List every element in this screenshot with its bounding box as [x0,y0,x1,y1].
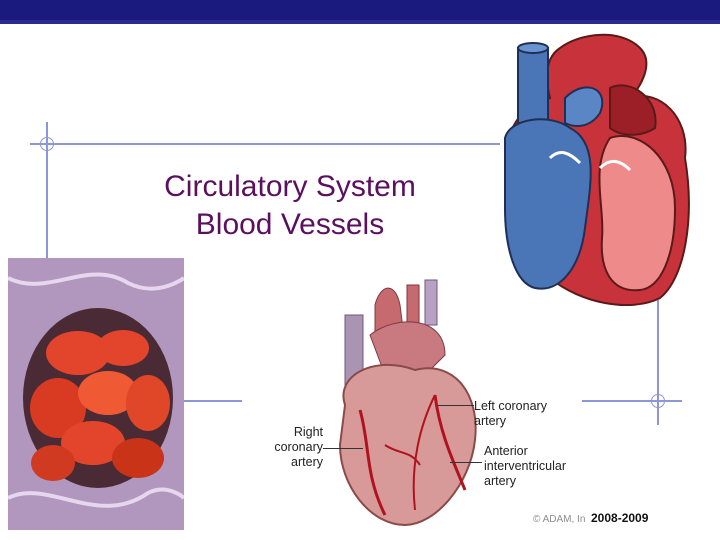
guide-line-bottom-left [180,400,242,402]
label-anterior-interventricular-artery: Anterior interventricular artery [484,444,566,489]
guide-line-top [30,143,500,145]
guide-line-left-vertical [46,122,48,262]
leader-line-left-coronary [438,405,474,406]
label-right-coronary-line1: Right [293,425,323,439]
crosshair-bottom-right [651,394,665,408]
header-bar [0,0,720,20]
heart-coronary-illustration [338,279,477,527]
guide-line-bottom-right [582,400,682,402]
header-bar-shadow [0,20,720,24]
year-label: 2008-2009 [591,511,649,525]
label-anterior-line3: artery [484,474,516,488]
title-line-2: Blood Vessels [195,208,385,241]
red-blood-cells-micrograph [8,258,184,530]
copyright-text: © ADAM, In [533,514,586,525]
heart-cross-section-illustration [504,33,690,307]
label-anterior-line1: Anterior [484,444,528,458]
label-anterior-line2: interventricular [484,459,566,473]
leader-line-anterior [450,462,482,463]
guide-line-right-vertical [657,300,659,425]
label-left-coronary-line2: artery [474,414,506,428]
label-left-coronary-line1: Left coronary [474,399,547,413]
label-left-coronary-artery: Left coronary artery [474,399,547,429]
crosshair-top-left [40,137,54,151]
slide-title: Circulatory System Blood Vessels [110,168,470,244]
leader-line-right-coronary [323,448,363,449]
label-right-coronary-artery: Right coronary artery [268,425,323,470]
label-right-coronary-line3: artery [291,455,323,469]
title-line-1: Circulatory System [164,170,416,203]
label-right-coronary-line2: coronary [274,440,323,454]
